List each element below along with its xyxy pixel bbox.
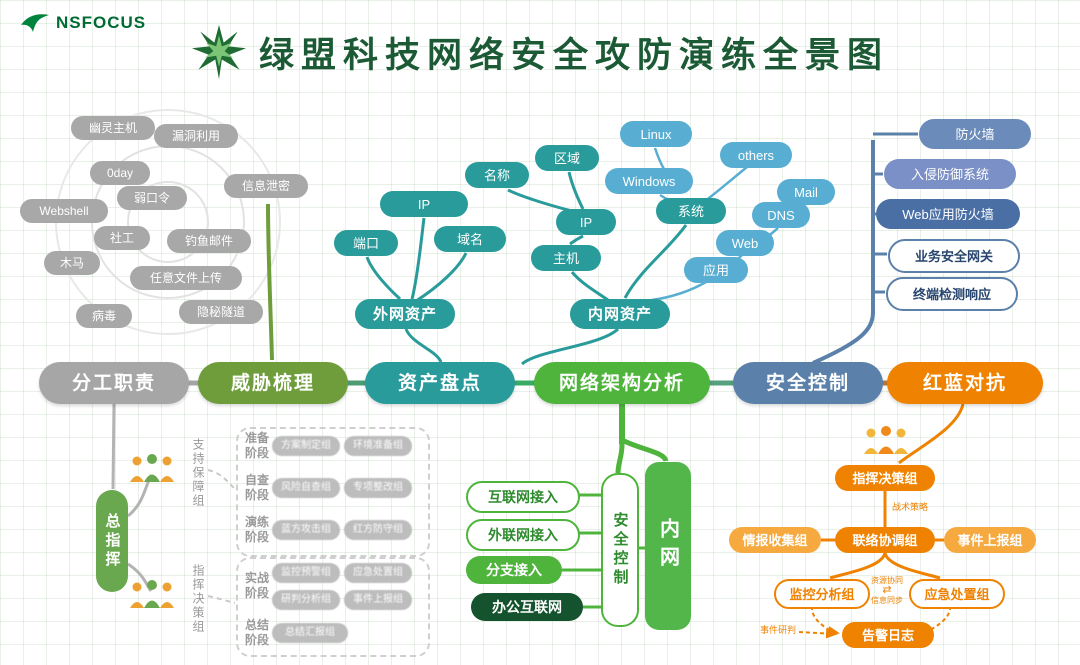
threat-bubble: 0day [90, 161, 150, 185]
asset-node-linux: Linux [620, 121, 692, 147]
commander-node: 总指挥 [96, 490, 128, 592]
stage-team: 总结汇报组 [272, 623, 348, 643]
threat-bubble: 信息泄密 [224, 174, 308, 198]
stage-label: 准备阶段 [244, 431, 269, 460]
access-node-office: 办公互联网 [471, 593, 583, 621]
command-group-label: 指挥决策组 [191, 564, 205, 634]
rb-intel-node: 情报收集组 [729, 527, 821, 553]
chain-node-threats: 威胁梳理 [198, 362, 348, 404]
stage-team: 蓝方攻击组 [272, 520, 340, 540]
stage-team: 专项整改组 [344, 478, 412, 498]
team-icon [130, 580, 174, 608]
asset-node-domain: 域名 [434, 226, 506, 252]
rb-report-node: 事件上报组 [944, 527, 1036, 553]
security-node-waf: Web应用防火墙 [876, 199, 1020, 229]
asset-node-ip2: IP [556, 209, 616, 235]
network-intranet-column: 内网 [645, 462, 691, 630]
asset-node-host: 主机 [531, 245, 601, 271]
threat-bubble: 社工 [94, 226, 150, 250]
chain-node-control: 安全控制 [733, 362, 883, 404]
chain-node-redblue: 红蓝对抗 [887, 362, 1043, 404]
stage-team: 方案制定组 [272, 436, 340, 456]
security-node-edr: 终端检测响应 [886, 277, 1018, 311]
page-title: 绿盟科技网络安全攻防演练全景图 [258, 35, 889, 75]
stage-team: 红方防守组 [344, 520, 412, 540]
rb-log-node: 告警日志 [842, 622, 934, 648]
stage-team: 研判分析组 [272, 590, 340, 610]
logo-text: NSFOCUS [56, 13, 147, 32]
chain-node-roles: 分工职责 [39, 362, 189, 404]
threat-bubble: 病毒 [76, 304, 132, 328]
rb-sync-top-label: 资源协同 [871, 576, 903, 585]
asset-node-port: 端口 [334, 230, 398, 256]
stage-team: 风险自查组 [272, 478, 340, 498]
chain-node-network: 网络架构分析 [534, 362, 710, 404]
rb-monitor-node: 监控分析组 [774, 579, 870, 609]
security-node-firewall: 防火墙 [919, 119, 1031, 149]
threat-bubble: 钓鱼邮件 [167, 229, 251, 253]
threat-bubble: 隐秘隧道 [179, 300, 263, 324]
asset-node-mail: Mail [777, 179, 835, 205]
team-icon [130, 454, 174, 482]
stage-box-command [236, 557, 430, 657]
rb-sync-bottom-label: 信息同步 [871, 596, 903, 606]
stage-box-support [236, 427, 430, 557]
title-row: 绿盟科技网络安全攻防演练全景图 [0, 24, 1080, 80]
asset-node-app: 应用 [684, 257, 748, 283]
stage-team: 环境准备组 [344, 436, 412, 456]
rb-liaison-node: 联络协调组 [835, 527, 935, 553]
threat-bubble: Webshell [20, 199, 108, 223]
nsfocus-bird-icon [21, 14, 49, 32]
asset-node-name: 名称 [465, 162, 529, 188]
support-group-label: 支持保障组 [191, 438, 205, 508]
access-node-branch: 分支接入 [466, 556, 562, 584]
access-node-extranet: 外联网接入 [466, 519, 580, 551]
asset-node-web: Web [716, 230, 774, 256]
title-star-icon [191, 24, 247, 80]
asset-internal-parent: 内网资产 [570, 299, 670, 329]
rb-command-node: 指挥决策组 [835, 465, 935, 491]
threat-bubble: 木马 [44, 251, 100, 275]
asset-node-dns: DNS [752, 202, 810, 228]
asset-node-zone: 区域 [535, 145, 599, 171]
asset-node-system: 系统 [656, 198, 726, 224]
asset-external-parent: 外网资产 [355, 299, 455, 329]
network-control-column: 安全控制 [601, 473, 639, 627]
threat-bubble: 幽灵主机 [71, 116, 155, 140]
stage-team: 监控预警组 [272, 563, 340, 583]
threat-bubble: 弱口令 [117, 186, 187, 210]
stage-label: 总结阶段 [244, 618, 269, 647]
access-node-internet: 互联网接入 [466, 481, 580, 513]
stage-label: 实战阶段 [244, 571, 269, 600]
rb-tactics-label: 战术策略 [892, 502, 929, 512]
chain-node-assets: 资产盘点 [365, 362, 515, 404]
threat-bubble: 漏洞利用 [154, 124, 238, 148]
command-team-icon [864, 426, 908, 454]
asset-node-windows: Windows [605, 168, 693, 194]
rb-sync-block: 资源协同 ⇄ 信息同步 [864, 576, 910, 605]
stage-team: 应急处置组 [344, 563, 412, 583]
asset-node-others: others [720, 142, 792, 168]
stage-label: 演练阶段 [244, 515, 269, 544]
threat-bubble: 任意文件上传 [130, 266, 242, 290]
sync-arrows-icon: ⇄ [882, 584, 892, 597]
asset-node-ip: IP [380, 191, 468, 217]
rb-judge-label: 事件研判 [760, 625, 797, 635]
stage-team: 事件上报组 [344, 590, 412, 610]
security-node-ips: 入侵防御系统 [884, 159, 1016, 189]
security-node-gateway: 业务安全网关 [888, 239, 1020, 273]
stage-label: 自查阶段 [244, 473, 269, 502]
nsfocus-logo: NSFOCUS [20, 12, 146, 34]
rb-response-node: 应急处置组 [909, 579, 1005, 609]
